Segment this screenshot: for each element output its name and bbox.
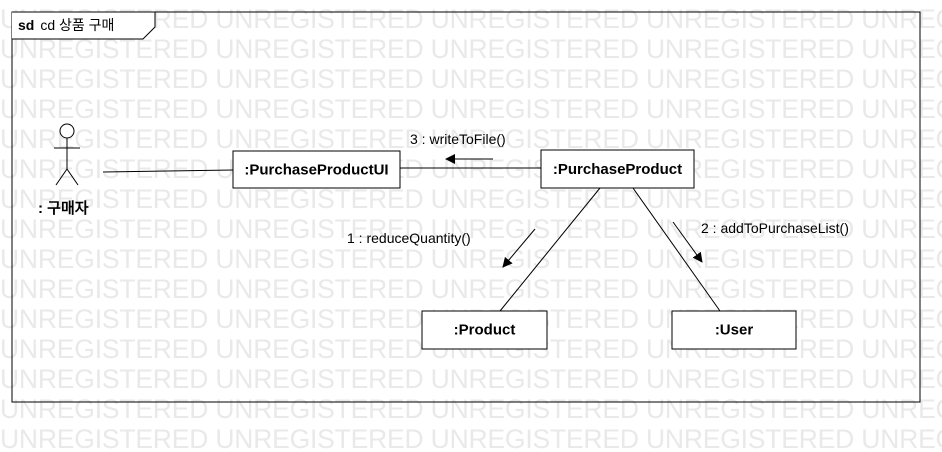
frame-title-tab	[12, 11, 156, 40]
actor-label: : 구매자	[38, 200, 89, 217]
message-arrow-1	[502, 228, 536, 268]
message-arrow-2	[672, 221, 703, 263]
message-label-3: 3 : writeToFile()	[410, 131, 506, 147]
object-label-product: :Product	[454, 322, 516, 339]
message-label-2: 2 : addToPurchaseList()	[701, 220, 849, 236]
object-purchase-product[interactable]: :PurchaseProduct	[540, 149, 695, 189]
message-label-1: 1 : reduceQuantity()	[347, 230, 471, 246]
frame-title: sd cd 상품 구매	[18, 17, 114, 33]
link-actor-ui	[102, 169, 234, 173]
object-user[interactable]: :User	[671, 310, 797, 350]
frame-keyword: sd	[18, 17, 34, 33]
frame-name: cd 상품 구매	[40, 17, 114, 33]
object-product[interactable]: :Product	[421, 310, 548, 350]
object-purchase-product-ui[interactable]: :PurchaseProductUI	[232, 150, 403, 191]
object-label-purchase: :PurchaseProduct	[553, 161, 682, 178]
object-label-ui: :PurchaseProductUI	[244, 162, 388, 179]
link-purchase-product	[499, 187, 601, 312]
actor-icon[interactable]	[54, 123, 80, 186]
diagram-frame	[11, 11, 921, 403]
object-label-user: :User	[715, 322, 754, 339]
link-purchase-user	[632, 187, 721, 312]
